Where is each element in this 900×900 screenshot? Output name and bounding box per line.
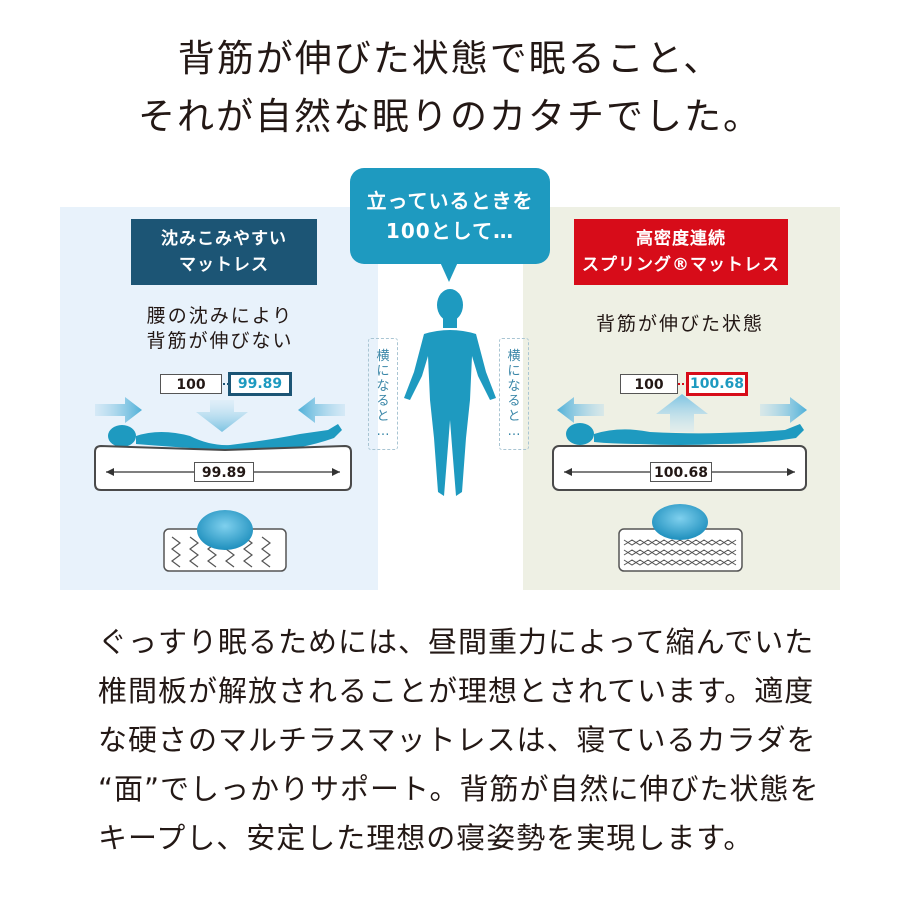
left-compress-arrows-icon (95, 397, 345, 432)
description-line-5: キープし、安定した理想の寝姿勢を実現します。 (98, 821, 754, 855)
bubble-tail (440, 262, 458, 282)
right-lying-figure-icon (566, 423, 804, 445)
left-lying-tag-char: な (376, 379, 390, 394)
right-length-value: 100.68 (650, 462, 712, 482)
right-lying-tag-char: な (507, 379, 521, 394)
left-lying-tag-char: 横 (376, 349, 390, 364)
left-caption-line-1: 腰の沈みにより (146, 305, 294, 327)
reference-bubble: 立っているときを 100として… (350, 168, 550, 264)
left-lying-tag-char: る (376, 394, 390, 409)
soft-mattress-label: 沈みこみやすい マットレス (131, 219, 317, 285)
right-caption: 背筋が伸びた状態 (595, 313, 764, 335)
spring-mattress-label-line-1: 高密度連続 (636, 229, 726, 249)
description-line-2: 椎間板が解放されることが理想とされています。適度 (98, 674, 815, 708)
right-lying-tag-char: と (507, 409, 521, 424)
left-lying-value: 99.89 (228, 372, 292, 396)
reference-bubble-line-2: 100として… (385, 219, 515, 243)
right-lying-value: 100.68 (686, 372, 748, 396)
left-lying-figure-icon (108, 424, 342, 453)
right-lying-tag-char: … (507, 424, 521, 439)
left-coil-section-icon (163, 510, 287, 572)
right-lying-tag: 横 に な る と … (499, 338, 529, 450)
description-line-3: な硬さのマルチラスマットレスは、寝ているカラダを (98, 723, 817, 757)
description-text: ぐっすり眠るためには、昼間重力によって縮んでいた 椎間板が解放されることが理想と… (98, 618, 818, 863)
soft-mattress-label-line-1: 沈みこみやすい (161, 229, 287, 249)
right-coil-section-icon (618, 504, 743, 572)
right-lying-tag-char: に (507, 364, 521, 379)
left-lying-tag-char: … (376, 424, 390, 439)
spring-mattress-label: 高密度連続 スプリング®マットレス (574, 219, 788, 285)
left-standing-value: 100 (160, 374, 222, 394)
right-lying-tag-char: る (507, 394, 521, 409)
headline-line-2: それが自然な眠りのカタチでした。 (138, 95, 762, 138)
standing-figure-icon (404, 289, 496, 496)
reference-bubble-line-1: 立っているときを (366, 189, 534, 213)
description-line-1: ぐっすり眠るためには、昼間重力によって縮んでいた (98, 625, 815, 659)
headline-line-1: 背筋が伸びた状態で眠ること、 (177, 37, 723, 80)
right-lying-tag-char: 横 (507, 349, 521, 364)
right-expand-arrows-icon (557, 394, 807, 432)
spring-mattress-label-line-2: スプリング®マットレス (582, 255, 780, 275)
left-lying-tag-char: に (376, 364, 390, 379)
soft-mattress-label-line-2: マットレス (179, 255, 269, 275)
headline: 背筋が伸びた状態で眠ること、 それが自然な眠りのカタチでした。 (0, 30, 900, 146)
left-lying-tag-char: と (376, 409, 390, 424)
right-standing-value: 100 (620, 374, 678, 394)
left-caption-line-2: 背筋が伸びない (146, 330, 294, 352)
left-caption: 腰の沈みにより 背筋が伸びない (100, 304, 340, 354)
description-line-4: “面”でしっかりサポート。背筋が自然に伸びた状態を (98, 772, 820, 806)
left-length-value: 99.89 (194, 462, 254, 482)
left-lying-tag: 横 に な る と … (368, 338, 398, 450)
